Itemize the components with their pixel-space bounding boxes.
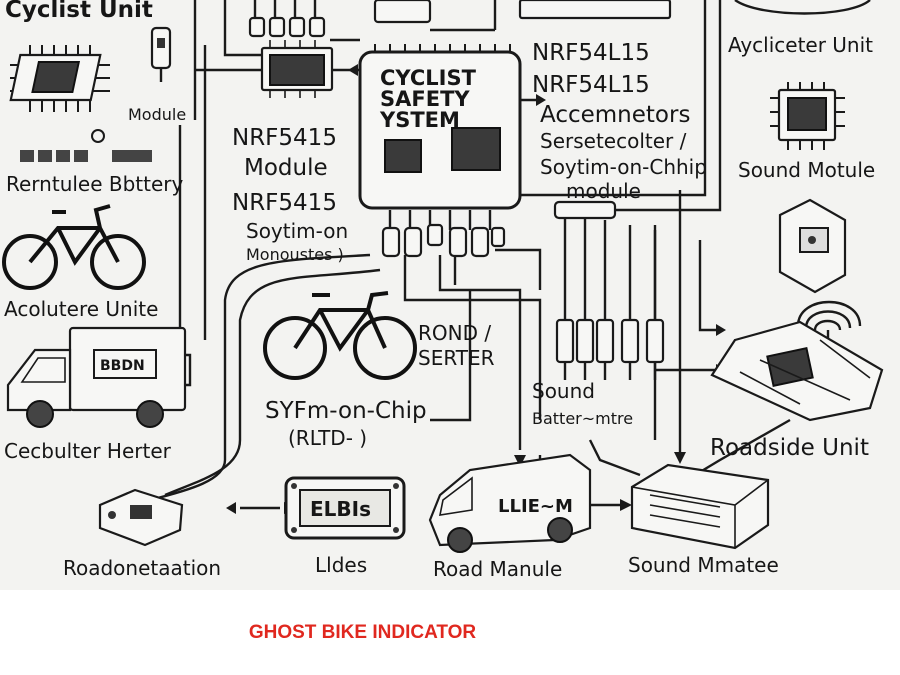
cyclist-unit-label: Cyclist Unit	[5, 0, 153, 23]
accelerometer-unit-right-label: Aycliceter Unit	[728, 33, 873, 57]
lcd-display-text: ELBIs	[310, 497, 371, 521]
accelerometer-unit-label: Acolutere Unite	[4, 297, 158, 321]
center-bicycle-icon	[263, 291, 417, 380]
system-diagram: Cyclist Unit Module Rerntulee Bbttery Ac…	[0, 0, 900, 590]
cyclist-safety-system-board	[358, 44, 522, 210]
sound-battery-line1: Sound	[532, 379, 595, 403]
core-connector-icons	[381, 223, 506, 258]
core-title-line2: SAFETY	[380, 87, 470, 111]
van-icon: LLIE~M	[428, 453, 592, 553]
caption-title: GHOST BIKE INDICATOR	[248, 622, 477, 643]
module-small-label: Module	[128, 105, 186, 124]
nrf54-line2: NRF54L15	[532, 72, 650, 98]
sensor-module-icon	[150, 26, 172, 82]
bicycle-icon	[2, 204, 146, 290]
road-module-label: Road Manule	[433, 557, 562, 581]
sound-battery-line2: Batter~mtre	[532, 409, 633, 428]
sound-module-label: Sound Motule	[738, 158, 875, 182]
roadside-detection-label: Roadonetaation	[63, 556, 221, 580]
soc-chip-line1: SYFm-on-Chip	[265, 398, 427, 424]
sound-meter-box-icon	[630, 463, 770, 550]
nrf-soc-line2: Monoustes )	[246, 245, 344, 264]
roadside-detector-icon	[98, 488, 184, 547]
cellular-meter-label: Cecbulter Herter	[4, 439, 172, 463]
microcontroller-chip-icon	[9, 45, 110, 112]
nrf-module-chip-icon	[260, 40, 334, 98]
replaceable-battery-label: Rerntulee Bbttery	[6, 172, 184, 196]
truck-icon: BBDN	[6, 326, 187, 428]
system-on-chip-label: Soytim-on-Chhip	[540, 155, 707, 179]
roadside-unit-board-icon	[710, 320, 884, 422]
core-title-line3: YSTEM	[379, 108, 460, 132]
nrf-module-subtitle: Module	[244, 155, 328, 181]
accelerometers-label: Accemnetors	[540, 102, 690, 128]
nrf54-line1: NRF54L15	[532, 40, 650, 66]
sensor-collector-label: Sersetecolter /	[540, 129, 687, 153]
truck-sign-text: BBDN	[100, 358, 145, 374]
nrf-soc-title: NRF5415	[232, 190, 337, 216]
road-sensor-line1: ROND /	[418, 321, 491, 345]
top-connectors	[248, 0, 871, 38]
led-display-icon: ELBIs	[284, 476, 406, 540]
battery-pack-icon	[20, 129, 152, 162]
roadside-unit-label: Roadside Unit	[710, 435, 869, 461]
sound-meter-label: Sound Mmatee	[628, 553, 779, 577]
core-title-line1: CYCLIST	[380, 66, 477, 90]
module-label: module	[566, 179, 641, 203]
road-sensor-line2: SERTER	[418, 346, 495, 370]
sound-battery-cells-icon	[553, 200, 665, 364]
van-side-text: LLIE~M	[498, 496, 573, 517]
soc-chip-line2: (RLTD- )	[288, 426, 367, 450]
sound-module-chip-icon	[770, 82, 845, 150]
sensor-box-icon	[778, 198, 847, 294]
nrf-module-title: NRF5415	[232, 125, 337, 151]
nrf-soc-line1: Soytim-on	[246, 219, 348, 243]
leds-label: Lldes	[315, 553, 367, 577]
